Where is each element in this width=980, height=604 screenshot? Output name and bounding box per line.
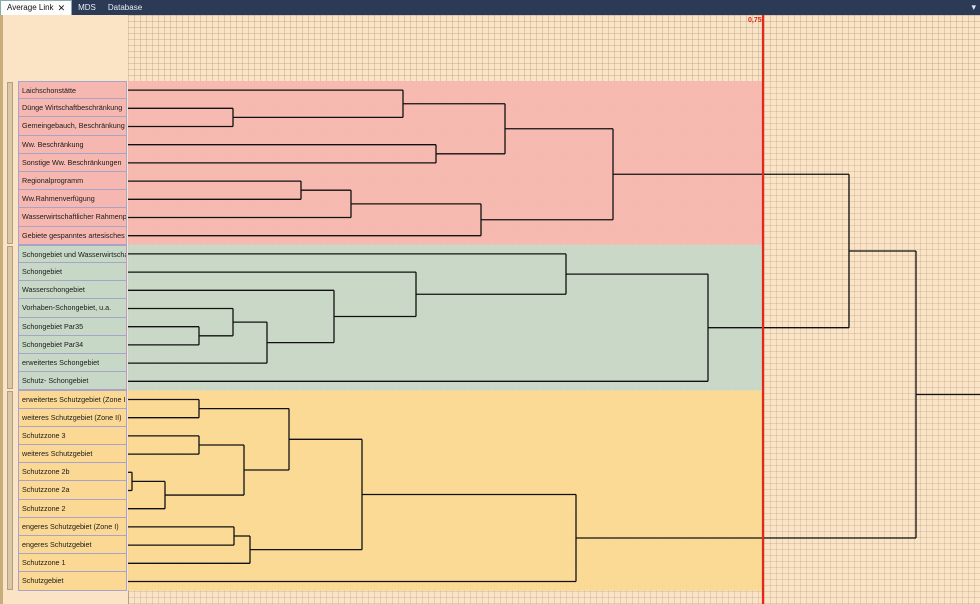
leaf-label[interactable]: Schutzzone 2 xyxy=(18,499,127,518)
leaf-label[interactable]: Gemeingebauch, Beschränkung xyxy=(18,117,127,136)
tab-average-link[interactable]: Average Link ✕ xyxy=(0,0,73,15)
tab-bar: Average Link ✕ MDS Database ▾ xyxy=(0,0,980,15)
leaf-label[interactable]: Schutzzone 3 xyxy=(18,426,127,445)
leaf-label[interactable]: Sonstige Ww. Beschränkungen xyxy=(18,153,127,172)
leaf-label[interactable]: engeres Schutzgebiet xyxy=(18,536,127,555)
tab-label: MDS xyxy=(78,3,96,12)
tab-label: Average Link xyxy=(7,3,54,12)
cluster-bracket-yellow[interactable] xyxy=(7,391,13,590)
leaf-label[interactable]: Laichschonstätte xyxy=(18,81,127,100)
dendrogram-canvas xyxy=(128,15,980,604)
leaf-label[interactable]: Ww.Rahmenverfügung xyxy=(18,190,127,209)
leaf-label[interactable]: Dünge Wirtschaftbeschränkung xyxy=(18,99,127,118)
leaf-label[interactable]: erweitertes Schutzgebiet (Zone III) xyxy=(18,390,127,409)
leaf-label[interactable]: weiteres Schutzgebiet xyxy=(18,445,127,464)
cluster-band-yellow xyxy=(128,390,763,591)
leaf-label[interactable]: Schongebiet Par34 xyxy=(18,335,127,354)
cut-threshold-label: 0,75 xyxy=(748,17,762,24)
leaf-label[interactable]: Schutz- Schongebiet xyxy=(18,372,127,391)
leaf-label[interactable]: Schutzzone 2b xyxy=(18,463,127,482)
leaf-label[interactable]: Schongebiet und Wasserwirtschaftl xyxy=(18,244,127,263)
tab-database[interactable]: Database xyxy=(102,1,148,15)
leaf-label[interactable]: Wasserschongebiet xyxy=(18,281,127,300)
cluster-band-green xyxy=(128,244,763,391)
leaf-label[interactable]: Wasserwirtschaftlicher Rahmenplar xyxy=(18,208,127,227)
leaf-label[interactable]: Gebiete gespanntes artesisches Gn xyxy=(18,226,127,245)
leaf-label[interactable]: Schongebiet Par35 xyxy=(18,317,127,336)
leaf-label[interactable]: Schutzzone 2a xyxy=(18,481,127,500)
leaf-label[interactable]: Ww. Beschränkung xyxy=(18,135,127,154)
tab-label: Database xyxy=(107,3,143,12)
tab-mds[interactable]: MDS xyxy=(72,1,102,15)
cluster-bracket-red[interactable] xyxy=(7,82,13,244)
leaf-label[interactable]: Schutzzone 1 xyxy=(18,554,127,573)
leaf-label[interactable]: engeres Schutzgebiet (Zone I) xyxy=(18,517,127,536)
grid-header xyxy=(128,15,980,81)
close-icon[interactable]: ✕ xyxy=(57,2,66,13)
leaf-label[interactable]: weiteres Schutzgebiet (Zone II) xyxy=(18,408,127,427)
leaf-label[interactable]: Schongebiet xyxy=(18,263,127,282)
leaf-label[interactable]: Regionalprogramm xyxy=(18,172,127,191)
chevron-down-icon[interactable]: ▾ xyxy=(971,2,976,12)
leaf-label[interactable]: Vorhaben-Schongebiet, u.a. xyxy=(18,299,127,318)
leaf-label[interactable]: Schutzgebiet xyxy=(18,572,127,591)
leaf-label[interactable]: erweitertes Schongebiet xyxy=(18,354,127,373)
cluster-bracket-green[interactable] xyxy=(7,245,13,390)
